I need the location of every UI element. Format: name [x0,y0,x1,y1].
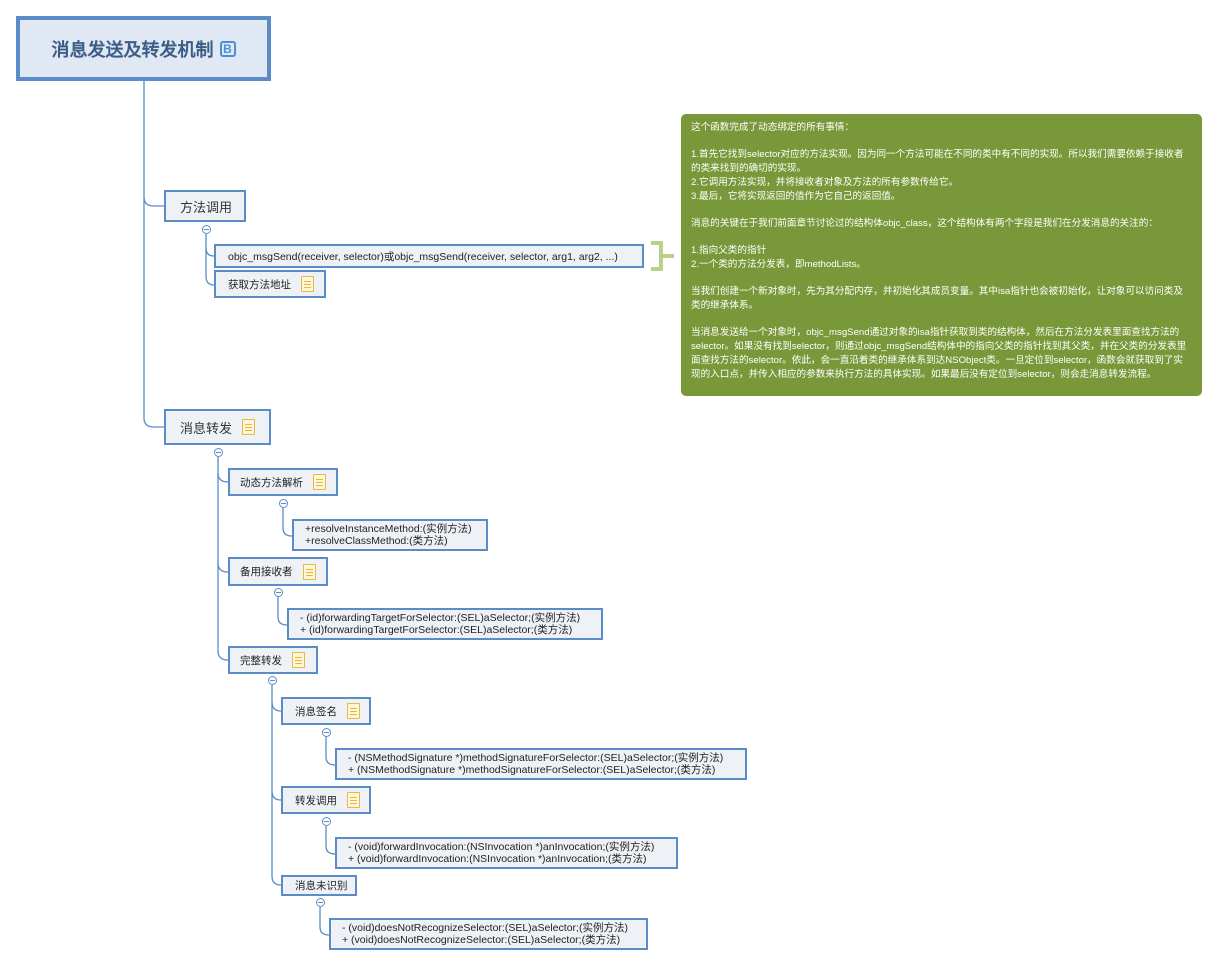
collapse-toggle[interactable] [274,588,283,597]
node-dynamic-resolution-methods[interactable]: +resolveInstanceMethod:(实例方法) +resolveCl… [292,519,488,551]
node-invocation-methods[interactable]: - (void)forwardInvocation:(NSInvocation … [335,837,678,869]
node-dynamic-resolution[interactable]: 动态方法解析 [228,468,338,496]
callout-step: 2.它调用方法实现，并将接收者对象及方法的所有参数传给它。 [691,176,959,188]
node-backup-receiver[interactable]: 备用接收者 [228,557,328,586]
method-line: - (void)doesNotRecognizeSelector:(SEL)aS… [342,922,628,934]
root-title: 消息发送及转发机制 [51,39,214,60]
note-icon[interactable] [301,276,314,292]
collapse-toggle[interactable] [322,817,331,826]
node-unrecognized-methods[interactable]: - (void)doesNotRecognizeSelector:(SEL)aS… [329,918,648,950]
node-label: 转发调用 [295,794,337,807]
node-label: objc_msgSend(receiver, selector)或objc_ms… [228,250,618,263]
callout-field: 2.一个类的方法分发表，即methodLists。 [691,258,866,270]
node-label: 方法调用 [180,199,233,215]
callout-field: 1.指向父类的指针 [691,245,767,257]
node-forwarding[interactable]: 消息转发 [164,409,271,445]
note-icon[interactable] [347,703,360,719]
note-icon[interactable] [292,652,305,668]
callout-intro: 这个函数完成了动态绑定的所有事情： [691,122,855,133]
callout-new-object: 当我们创建一个新对象时，先为其分配内存，并初始化其成员变量。其中isa指针也会被… [691,286,1183,312]
node-get-address[interactable]: 获取方法地址 [214,270,326,298]
node-msgsend[interactable]: objc_msgSend(receiver, selector)或objc_ms… [214,244,644,268]
collapse-toggle[interactable] [316,898,325,907]
node-method-call[interactable]: 方法调用 [164,190,246,222]
node-full-forwarding[interactable]: 完整转发 [228,646,318,674]
node-label: 动态方法解析 [240,476,303,489]
note-icon[interactable] [347,792,360,808]
collapse-toggle[interactable] [322,728,331,737]
method-line: + (id)forwardingTargetForSelector:(SEL)a… [300,624,573,636]
method-line: - (void)forwardInvocation:(NSInvocation … [348,841,655,853]
node-invocation[interactable]: 转发调用 [281,786,371,814]
method-line: - (id)forwardingTargetForSelector:(SEL)a… [300,612,581,624]
node-label: 消息未识别 [295,880,348,892]
collapse-toggle[interactable] [279,499,288,508]
callout-step: 1.首先它找到selector对应的方法实现。因为同一个方法可能在不同的类中有不… [691,149,1184,175]
callout-note[interactable]: 这个函数完成了动态绑定的所有事情： 1.首先它找到selector对应的方法实现… [681,114,1202,396]
note-icon[interactable] [242,419,256,435]
method-line: - (NSMethodSignature *)methodSignatureFo… [348,752,724,764]
root-node[interactable]: 消息发送及转发机制 B [16,16,271,81]
method-line: + (void)doesNotRecognizeSelector:(SEL)aS… [342,934,621,946]
collapse-toggle[interactable] [202,225,211,234]
bookmark-icon: B [219,40,236,57]
node-signature-methods[interactable]: - (NSMethodSignature *)methodSignatureFo… [335,748,747,780]
callout-bracket [651,241,674,271]
node-unrecognized[interactable]: 消息未识别 [281,875,357,896]
node-label: 消息签名 [295,705,337,718]
collapse-toggle[interactable] [268,676,277,685]
node-label: 备用接收者 [240,566,293,578]
method-line: +resolveInstanceMethod:(实例方法) [305,523,472,535]
node-label: 消息转发 [180,420,233,436]
note-icon[interactable] [313,474,326,490]
callout-struct-intro: 消息的关键在于我们前面章节讨论过的结构体objc_class，这个结构体有两个字… [691,217,1158,229]
node-label: 获取方法地址 [228,278,291,291]
collapse-toggle[interactable] [214,448,223,457]
method-line: + (void)forwardInvocation:(NSInvocation … [348,853,647,865]
node-signature[interactable]: 消息签名 [281,697,371,725]
node-label: 完整转发 [240,654,282,667]
callout-dispatch: 当消息发送给一个对象时，objc_msgSend通过对象的isa指针获取到类的结… [691,327,1187,380]
method-line: + (NSMethodSignature *)methodSignatureFo… [348,764,716,776]
node-backup-receiver-methods[interactable]: - (id)forwardingTargetForSelector:(SEL)a… [287,608,603,640]
note-icon[interactable] [302,563,316,580]
callout-step: 3.最后，它将实现返回的值作为它自己的返回值。 [691,190,901,202]
method-line: +resolveClassMethod:(类方法) [305,535,448,547]
